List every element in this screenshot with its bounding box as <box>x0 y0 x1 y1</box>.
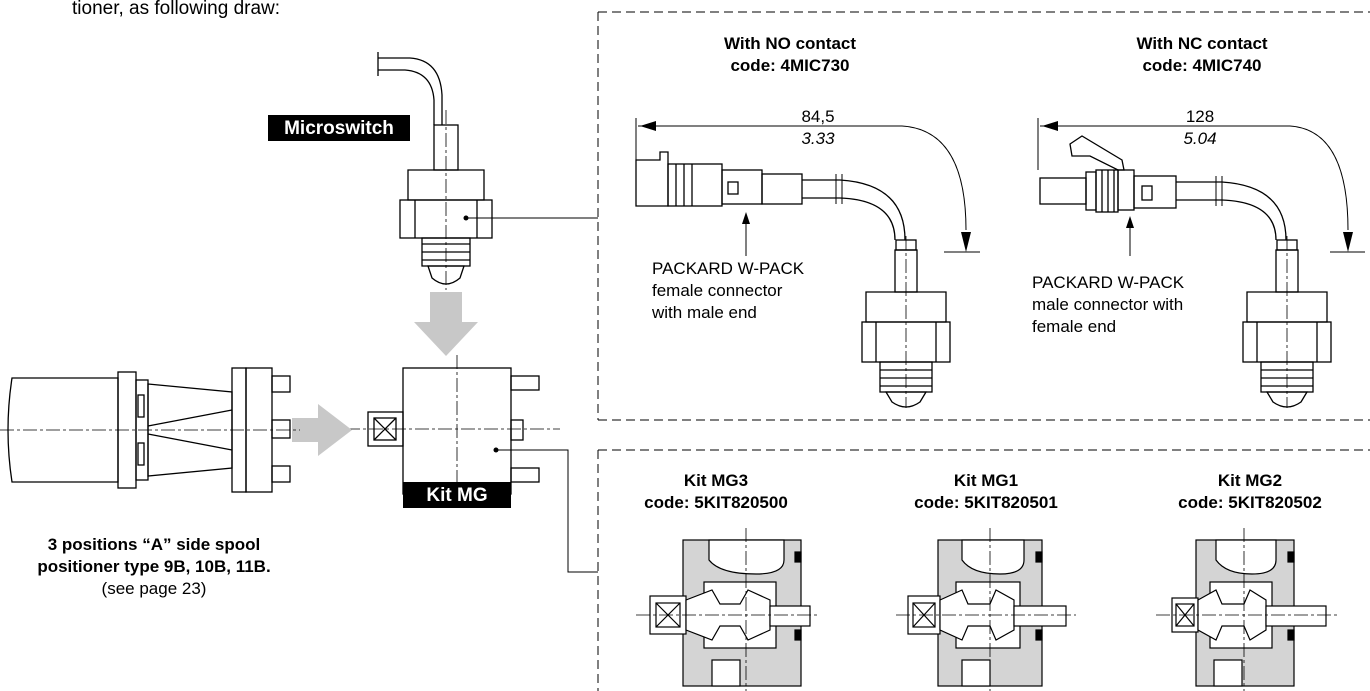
dimension-mm: 128 <box>1186 107 1214 126</box>
svg-text:Kit MG: Kit MG <box>426 485 487 506</box>
leader-dot <box>463 215 469 221</box>
kit-code: code: 5KIT820502 <box>1178 493 1322 512</box>
connector-line1: PACKARD W-PACK <box>652 259 805 278</box>
variant-code: code: 4MIC740 <box>1142 56 1261 75</box>
kit-code: code: 5KIT820501 <box>914 493 1058 512</box>
svg-text:Microswitch: Microswitch <box>284 118 394 139</box>
dimension-inch: 5.04 <box>1183 129 1216 148</box>
kit-mg1: Kit MG1 code: 5KIT820501 <box>896 471 1076 691</box>
connector-line3: female end <box>1032 317 1116 336</box>
kit-title: Kit MG2 <box>1218 471 1282 490</box>
dimension-inch: 3.33 <box>801 129 835 148</box>
variant-title: With NC contact <box>1136 34 1267 53</box>
positioner-caption-line3: (see page 23) <box>102 579 207 598</box>
connector-line1: PACKARD W-PACK <box>1032 273 1185 292</box>
variants-frame <box>597 11 1370 421</box>
kit-code: code: 5KIT820500 <box>644 493 788 512</box>
leader-dot <box>493 447 499 453</box>
right-arrow-icon <box>292 404 352 456</box>
microswitch-drawing <box>377 52 598 290</box>
down-arrow-icon <box>414 292 478 356</box>
kit-title: Kit MG1 <box>954 471 1018 490</box>
connector-line3: with male end <box>651 303 757 322</box>
positioner-drawing <box>0 367 300 493</box>
kit-mg3: Kit MG3 code: 5KIT820500 <box>636 471 820 691</box>
kit-mg2: Kit MG2 code: 5KIT820502 <box>1156 471 1340 691</box>
connector-line2: male connector with <box>1032 295 1183 314</box>
positioner-caption-line1: 3 positions “A” side spool <box>48 535 261 554</box>
variant-title: With NO contact <box>724 34 856 53</box>
variant-no-contact: With NO contact code: 4MIC730 84,5 3.33 <box>635 34 980 408</box>
dimension-mm: 84,5 <box>801 107 834 126</box>
kit-mg-label: Kit MG <box>403 482 511 508</box>
connector-line2: female connector <box>652 281 783 300</box>
kit-title: Kit MG3 <box>684 471 748 490</box>
kits-frame <box>597 449 1370 691</box>
kit-mg-drawing <box>300 355 598 573</box>
positioner-caption-line2: positioner type 9B, 10B, 11B. <box>37 557 270 576</box>
variant-code: code: 4MIC730 <box>730 56 849 75</box>
intro-text: tioner, as following draw: <box>72 0 280 19</box>
microswitch-label: Microswitch <box>268 115 410 141</box>
variant-nc-contact: With NC contact code: 4MIC740 128 5.04 <box>1032 34 1365 408</box>
